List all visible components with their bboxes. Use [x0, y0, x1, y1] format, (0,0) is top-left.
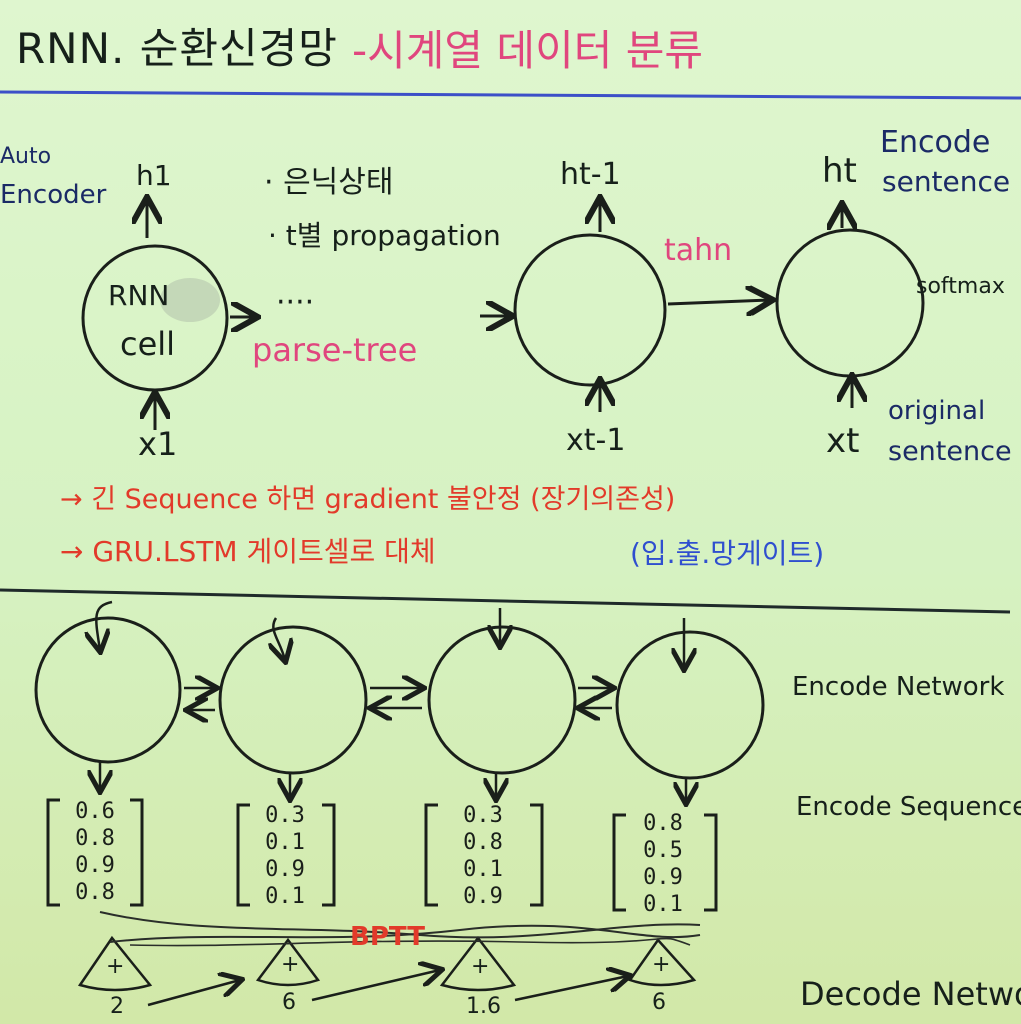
ht-1-label: ht-1	[560, 157, 621, 192]
xt-1-label: xt-1	[566, 423, 626, 458]
decode-input-3: 1.6	[466, 994, 501, 1019]
vector-value: 0.6	[75, 799, 115, 824]
decode-node-2	[255, 937, 321, 987]
vector-value: 0.9	[75, 853, 115, 878]
title-main: RNN. 순환신경망	[16, 24, 338, 73]
vector-value: 0.8	[75, 880, 115, 905]
plus-sign: +	[652, 952, 671, 977]
vector-value: 0.1	[265, 884, 305, 909]
rnn-cell-label-1: RNN	[108, 279, 170, 312]
dots-label: ····	[276, 285, 315, 320]
bptt-label: BPTT	[350, 922, 425, 952]
vector-value: 0.8	[643, 811, 683, 836]
rnn-cell-label-2: cell	[120, 325, 176, 363]
decode-network-label: Decode Network	[800, 975, 1021, 1013]
rnn-cell-t	[775, 228, 925, 378]
encoder-cell-3	[427, 625, 577, 775]
decode-node-4	[628, 937, 697, 987]
note-line-1: → 긴 Sequence 하면 gradient 불안정 (장기의존성)	[60, 484, 676, 515]
encode-vector-1: 0.6 0.8 0.9 0.8	[60, 798, 130, 906]
decode-node-3	[439, 935, 517, 992]
encoder-cell-2	[218, 625, 368, 775]
parse-tree-label: parse-tree	[252, 331, 418, 369]
encode-network-label: Encode Network	[792, 672, 1005, 702]
xt-label: xt	[826, 421, 860, 461]
encode-sentence-label-1: Encode	[880, 125, 991, 160]
original-sentence-label-2: sentence	[888, 436, 1012, 467]
vector-value: 0.1	[265, 830, 305, 855]
vector-value: 0.9	[643, 865, 683, 890]
section-divider	[0, 588, 1011, 614]
bullet-hidden-state: · 은닉상태	[264, 165, 394, 200]
x1-label: x1	[138, 425, 178, 463]
decode-input-4: 6	[652, 990, 666, 1015]
bullet-propagation: · t별 propagation	[268, 219, 501, 252]
auto-encoder-label-1: Auto	[0, 144, 52, 169]
softmax-label: softmax	[916, 274, 1005, 299]
smudge	[160, 278, 220, 322]
encode-vector-2: 0.3 0.1 0.9 0.1	[250, 802, 320, 910]
tahn-label: tahn	[664, 233, 733, 268]
ht-label: ht	[822, 151, 857, 191]
decode-input-2: 6	[282, 990, 296, 1015]
vector-value: 0.1	[643, 892, 683, 917]
h1-label: h1	[136, 159, 172, 192]
vector-value: 0.1	[463, 857, 503, 882]
auto-encoder-label-2: Encoder	[0, 180, 107, 210]
note-line-2-gates: (입.출.망게이트)	[630, 537, 825, 570]
encoder-cell-1	[34, 616, 182, 764]
decode-input-1: 2	[110, 994, 124, 1019]
title-sub: -시계열 데이터 분류	[352, 26, 703, 75]
vector-value: 0.9	[463, 884, 503, 909]
decode-node-1	[77, 935, 153, 992]
encode-vector-4: 0.8 0.5 0.9 0.1	[628, 810, 698, 918]
title-underline	[0, 90, 1021, 100]
plus-sign: +	[106, 954, 125, 979]
encode-sentence-label-2: sentence	[882, 165, 1011, 198]
encode-sequence-label: Encode Sequence	[796, 792, 1021, 822]
vector-value: 0.3	[265, 803, 305, 828]
vector-value: 0.8	[463, 830, 503, 855]
plus-sign: +	[281, 952, 300, 977]
rnn-cell-t-1	[513, 233, 667, 387]
original-sentence-label-1: original	[888, 396, 986, 426]
vector-value: 0.3	[463, 803, 503, 828]
note-line-2: → GRU.LSTM 게이트셀로 대체	[60, 535, 436, 568]
encode-vector-3: 0.3 0.8 0.1 0.9	[448, 802, 518, 910]
vector-value: 0.5	[643, 838, 683, 863]
vector-value: 0.9	[265, 857, 305, 882]
encoder-cell-4	[615, 630, 765, 780]
vector-value: 0.8	[75, 826, 115, 851]
plus-sign: +	[471, 954, 490, 979]
